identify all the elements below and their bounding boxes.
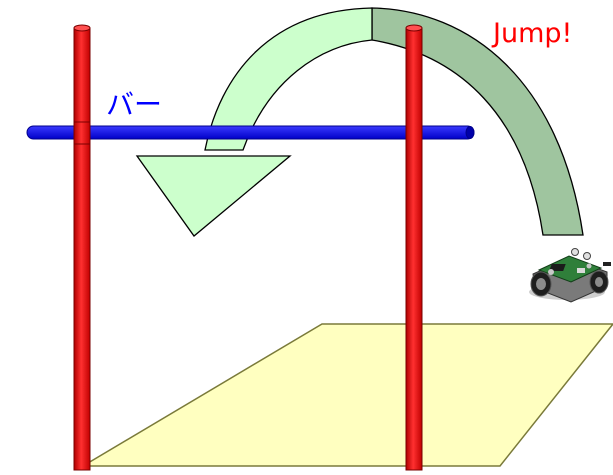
left-pole-front <box>73 121 91 145</box>
robot-icon <box>529 248 611 303</box>
jump-label: Jump! <box>491 18 572 49</box>
jump-arrow-back <box>371 7 584 236</box>
right-pole <box>405 24 423 471</box>
floor-plane <box>80 323 613 467</box>
horizontal-bar <box>26 125 475 140</box>
bar-label: バー <box>106 88 162 121</box>
jump-arrowhead <box>135 155 292 237</box>
left-pole <box>73 24 91 471</box>
jump-arrow-front <box>204 7 373 151</box>
